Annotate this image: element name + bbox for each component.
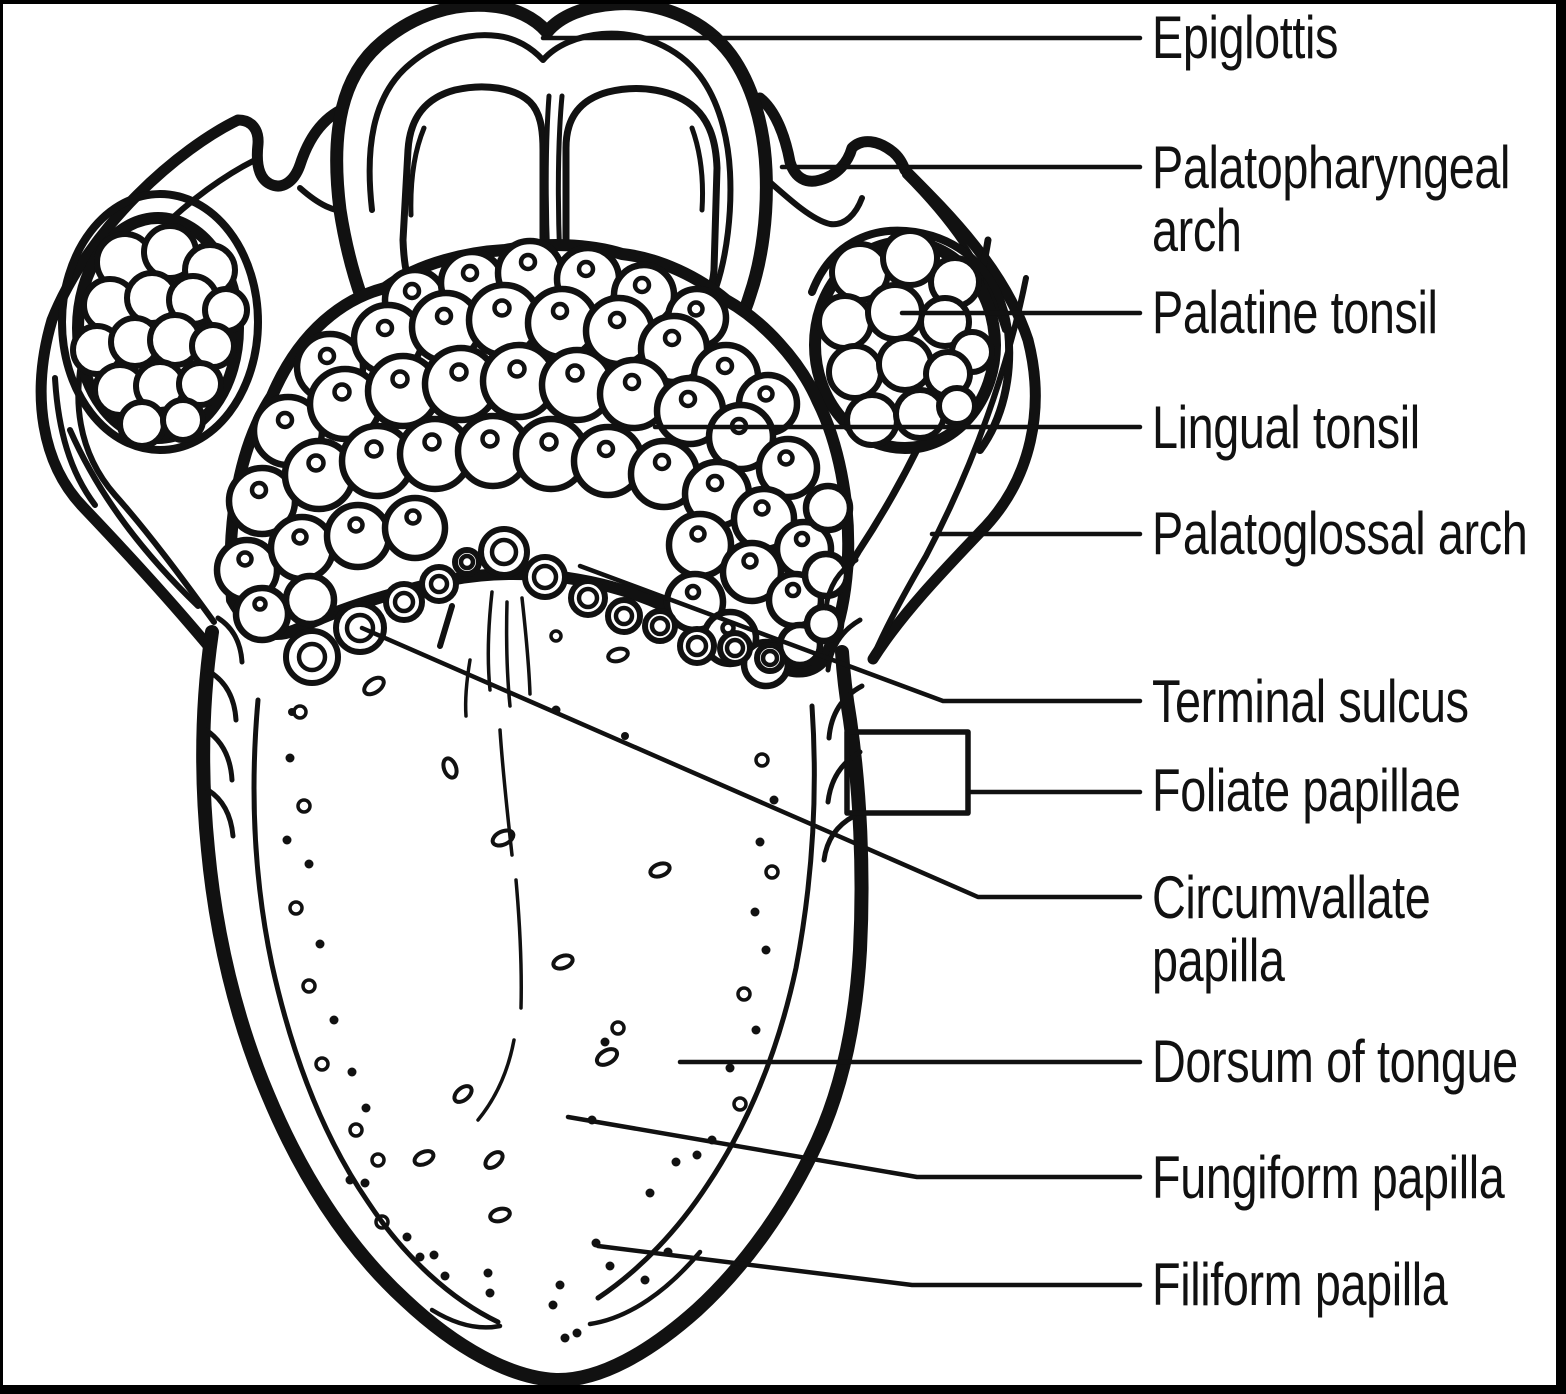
label-epiglottis: Epiglottis <box>1152 4 1339 71</box>
foliate-ridges-right <box>821 557 865 863</box>
label-dorsum-of-tongue: Dorsum of tongue <box>1152 1028 1518 1095</box>
leader-circumvallate-papilla <box>359 625 1143 900</box>
label-terminal-sulcus: Terminal sulcus <box>1152 668 1469 735</box>
median-sulcus-marks <box>463 590 532 1122</box>
label-fungiform-papilla: Fungiform papilla <box>1152 1144 1505 1211</box>
filiform-papillae-rings <box>288 629 780 1230</box>
label-palatoglossal-arch: Palatoglossal arch <box>1152 500 1528 567</box>
label-lingual-tonsil: Lingual tonsil <box>1152 394 1420 461</box>
palatine-tonsil-left <box>58 190 262 454</box>
foliate-ridges-left <box>203 615 245 839</box>
filiform-papillae-dots <box>282 705 779 1343</box>
fungiform-papillae <box>362 646 672 1224</box>
inner-margin-left <box>251 697 501 1325</box>
label-palatopharyngeal-arch: Palatopharyngeal arch <box>1152 134 1511 264</box>
label-palatine-tonsil: Palatine tonsil <box>1152 279 1438 346</box>
tongue-body-drawing <box>196 557 869 1388</box>
leader-filiform-papilla <box>595 1243 1143 1288</box>
label-filiform-papilla: Filiform papilla <box>1152 1251 1448 1318</box>
lingual-tonsil-crypt-dots <box>236 252 811 636</box>
leader-terminal-sulcus <box>577 563 1143 704</box>
circumvallate-papillae-row <box>283 526 786 686</box>
leader-lines <box>359 35 1143 1288</box>
lingual-tonsil-drawing <box>213 237 855 690</box>
palatine-tonsil-right <box>808 226 1014 454</box>
label-circumvallate-papilla: Circumvallate papilla <box>1152 864 1431 994</box>
leader-fungiform-papilla <box>565 1114 1143 1180</box>
foliate-bracket <box>844 729 971 816</box>
dorsum-details <box>282 590 780 1343</box>
label-foliate-papillae: Foliate papillae <box>1152 757 1461 824</box>
